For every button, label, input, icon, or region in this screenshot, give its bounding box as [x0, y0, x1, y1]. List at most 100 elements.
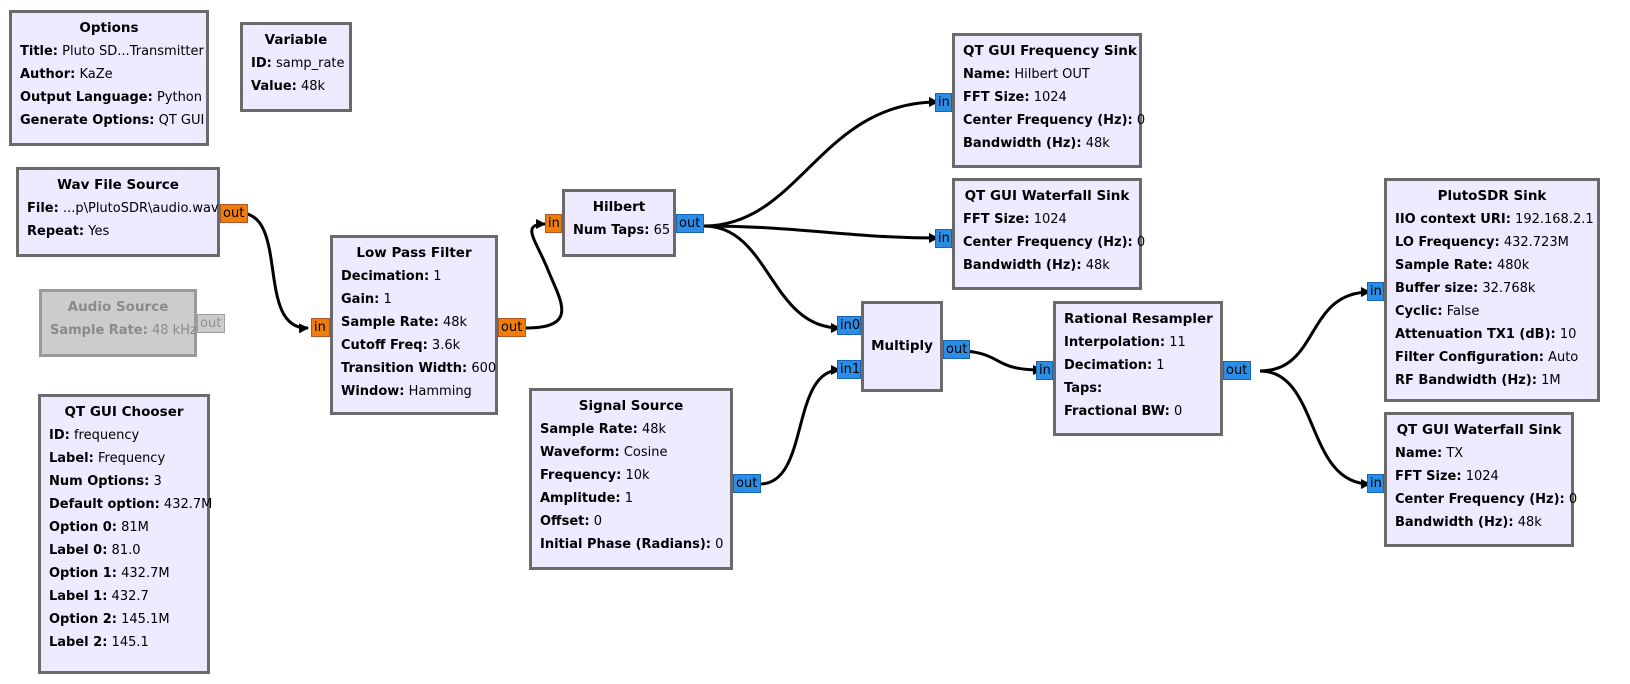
block-param: Cutoff Freq: 3.6k	[341, 338, 461, 353]
block-param: Center Frequency (Hz): 0	[963, 113, 1146, 128]
low-pass-filter-block[interactable]: Low Pass Filter Decimation: 1 Gain: 1 Sa…	[330, 235, 498, 415]
block-title: Signal Source	[578, 398, 684, 414]
block-title: Wav File Source	[57, 177, 179, 193]
waterfall-sink-1-in-port[interactable]: in	[935, 229, 952, 248]
block-param: Name: TX	[1395, 446, 1464, 461]
block-param: Label: Frequency	[49, 451, 166, 466]
pluto-sink-in-port[interactable]: in	[1367, 282, 1384, 301]
options-block[interactable]: Options Title: Pluto SD...Transmitter Au…	[9, 10, 209, 146]
wire-resampler-to-pluto	[1259, 287, 1371, 373]
qt-gui-chooser-block[interactable]: QT GUI Chooser ID: frequency Label: Freq…	[38, 394, 213, 674]
block-title: QT GUI Waterfall Sink	[1396, 422, 1562, 438]
block-param: Offset: 0	[540, 514, 602, 529]
block-param: Attenuation TX1 (dB): 10	[1395, 327, 1577, 342]
block-param: Name: Hilbert OUT	[963, 67, 1090, 82]
block-param: Decimation: 1	[1064, 358, 1165, 373]
multiply-in0-port[interactable]: in0	[837, 316, 861, 335]
block-param: File: ...p\PlutoSDR\audio.wav	[27, 201, 219, 216]
freq-sink-in-port[interactable]: in	[935, 93, 952, 112]
qt-gui-waterfall-sink-block[interactable]: QT GUI Waterfall Sink FFT Size: 1024 Cen…	[952, 178, 1146, 290]
resampler-out-port[interactable]: out	[1223, 361, 1251, 380]
block-param: Label 0: 81.0	[49, 543, 141, 558]
block-param: Frequency: 10k	[540, 468, 650, 483]
block-param: Output Language: Python	[20, 90, 202, 105]
wav-source-out-port[interactable]: out	[220, 204, 248, 223]
block-param: Repeat: Yes	[27, 224, 110, 239]
block-title: Rational Resampler	[1064, 311, 1213, 327]
block-param: ID: samp_rate	[251, 56, 345, 71]
block-param: Bandwidth (Hz): 48k	[963, 136, 1110, 151]
variable-block[interactable]: Variable ID: samp_rate Value: 48k	[240, 22, 352, 112]
block-title: Hilbert	[592, 199, 646, 215]
wire-signal-to-multiply-in1	[759, 365, 841, 486]
block-param: Option 1: 432.7M	[49, 566, 170, 581]
block-title: QT GUI Frequency Sink	[963, 43, 1137, 59]
rational-resampler-block[interactable]: Rational Resampler Interpolation: 11 Dec…	[1053, 301, 1223, 436]
wire-resampler-to-waterfall2	[1259, 369, 1371, 489]
block-param: Bandwidth (Hz): 48k	[1395, 515, 1542, 530]
block-param: Taps:	[1064, 381, 1103, 396]
signal-source-out-port[interactable]: out	[733, 474, 761, 493]
block-param: LO Frequency: 432.723M	[1395, 235, 1569, 250]
block-param: Gain: 1	[341, 292, 392, 307]
block-param: Window: Hamming	[341, 384, 472, 399]
block-param: Option 2: 145.1M	[49, 612, 170, 627]
block-param: RF Bandwidth (Hz): 1M	[1395, 373, 1561, 388]
wire-hilbert-to-freqsink	[703, 97, 939, 228]
block-title: Multiply	[871, 338, 933, 354]
block-param: Generate Options: QT GUI	[20, 113, 205, 128]
block-param: Num Taps: 65	[573, 223, 671, 238]
block-param: Initial Phase (Radians): 0	[540, 537, 724, 552]
block-param: Transition Width: 600	[341, 361, 497, 376]
block-title: Low Pass Filter	[356, 245, 472, 261]
block-param: Decimation: 1	[341, 269, 442, 284]
block-param: FFT Size: 1024	[963, 212, 1067, 227]
wire-hilbert-to-multiply-in0	[703, 224, 841, 333]
block-param: Sample Rate: 48k	[341, 315, 468, 330]
block-param: Num Options: 3	[49, 474, 162, 489]
multiply-in1-port[interactable]: in1	[837, 360, 861, 379]
waterfall-sink-2-in-port[interactable]: in	[1367, 474, 1384, 493]
block-param: Author: KaZe	[20, 67, 113, 82]
wav-file-source-block[interactable]: Wav File Source File: ...p\PlutoSDR\audi…	[16, 167, 220, 257]
lpf-out-port[interactable]: out	[498, 318, 526, 337]
audio-source-block[interactable]: Audio Source Sample Rate: 48 kHz	[39, 289, 197, 357]
wire-lpf-to-hilbert	[525, 219, 564, 330]
block-param: Waveform: Cosine	[540, 445, 668, 460]
block-param: FFT Size: 1024	[1395, 469, 1499, 484]
hilbert-block[interactable]: Hilbert Num Taps: 65	[562, 189, 676, 257]
block-param: Label 2: 145.1	[49, 635, 149, 650]
resampler-in-port[interactable]: in	[1036, 361, 1053, 380]
plutosdr-sink-block[interactable]: PlutoSDR Sink IIO context URI: 192.168.2…	[1384, 178, 1600, 402]
block-param: Center Frequency (Hz): 0	[1395, 492, 1578, 507]
qt-gui-waterfall-sink-tx-block[interactable]: QT GUI Waterfall Sink Name: TX FFT Size:…	[1384, 412, 1578, 547]
block-title: QT GUI Chooser	[64, 404, 184, 420]
block-param: Fractional BW: 0	[1064, 404, 1183, 419]
block-param: Cyclic: False	[1395, 304, 1480, 319]
block-title: Options	[79, 20, 139, 36]
block-param: Label 1: 432.7	[49, 589, 149, 604]
block-param: Center Frequency (Hz): 0	[963, 235, 1146, 250]
block-param: Default option: 432.7M	[49, 497, 213, 512]
block-param: Sample Rate: 48k	[540, 422, 667, 437]
audio-source-out-port[interactable]: out	[197, 314, 225, 333]
block-param: Sample Rate: 48 kHz	[50, 323, 197, 338]
block-param: Option 0: 81M	[49, 520, 149, 535]
block-title: Variable	[264, 32, 328, 48]
block-title: PlutoSDR Sink	[1437, 188, 1547, 204]
block-param: Bandwidth (Hz): 48k	[963, 258, 1110, 273]
hilbert-out-port[interactable]: out	[676, 214, 704, 233]
hilbert-in-port[interactable]: in	[545, 214, 562, 233]
block-param: Value: 48k	[251, 79, 326, 94]
block-param: Buffer size: 32.768k	[1395, 281, 1536, 296]
signal-source-block[interactable]: Signal Source Sample Rate: 48k Waveform:…	[529, 388, 733, 570]
block-param: Title: Pluto SD...Transmitter	[20, 44, 204, 59]
block-param: Amplitude: 1	[540, 491, 634, 506]
multiply-out-port[interactable]: out	[943, 340, 970, 359]
block-param: ID: frequency	[49, 428, 140, 443]
lpf-in-port[interactable]: in	[311, 318, 330, 337]
qt-gui-frequency-sink-block[interactable]: QT GUI Frequency Sink Name: Hilbert OUT …	[952, 33, 1146, 168]
block-title: Audio Source	[67, 299, 169, 315]
multiply-block[interactable]: Multiply	[861, 301, 943, 392]
